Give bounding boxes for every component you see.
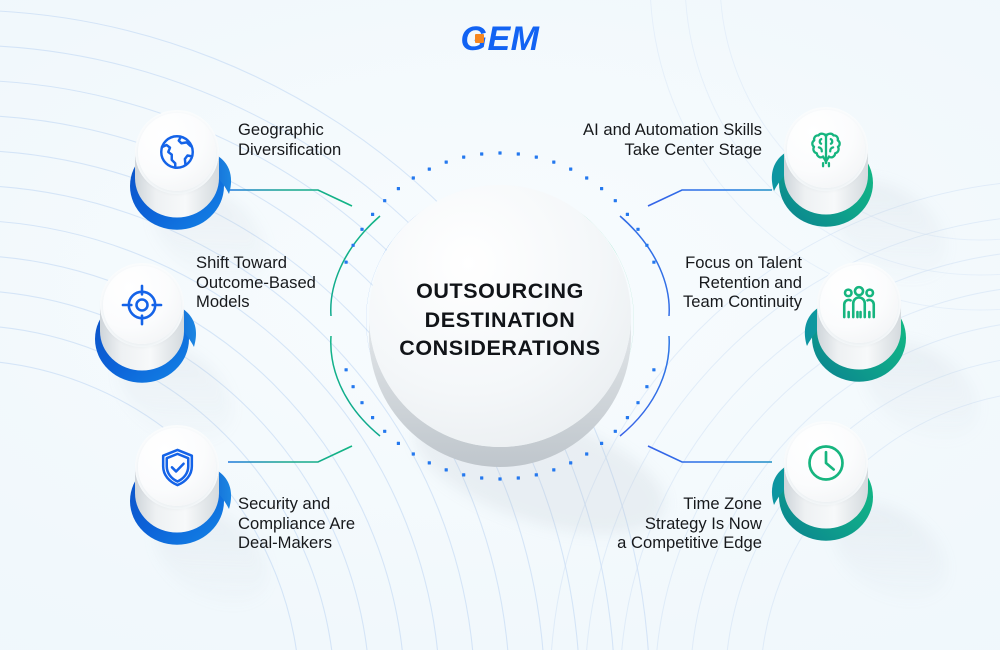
hub-title-line-3: CONSIDERATIONS xyxy=(399,336,601,361)
dotted-ring-decoration xyxy=(344,151,656,481)
connector-arc-left-lower xyxy=(330,335,381,437)
connector-line-time-zone-strategy xyxy=(647,445,772,463)
item-label-line: AI and Automation Skills xyxy=(583,120,762,139)
item-label-line: Diversification xyxy=(238,139,342,159)
item-label-line: Compliance Are xyxy=(238,513,356,533)
item-label-line: Time Zone xyxy=(683,494,762,513)
brand-logo-text: GEM xyxy=(460,20,540,58)
people-group-icon xyxy=(842,285,876,319)
brand-logo-accent-icon xyxy=(474,34,484,43)
brand-logo: GEM xyxy=(0,20,1000,59)
hub-graphic xyxy=(366,185,634,467)
item-label-line: Team Continuity xyxy=(683,292,802,312)
item-label-line: a Competitive Edge xyxy=(617,533,762,553)
clock-icon xyxy=(808,445,844,481)
item-label-line: Security and xyxy=(238,494,331,513)
connector-arc-right-lower xyxy=(619,335,670,437)
item-label-line: Focus on Talent xyxy=(685,253,802,272)
shield-check-icon xyxy=(161,448,193,486)
item-label-line: Retention and xyxy=(698,272,802,292)
icon-badge-talent-retention[interactable] xyxy=(820,265,898,343)
item-label-line: Geographic xyxy=(238,120,324,139)
hub-title-line-1: OUTSOURCING xyxy=(416,279,584,304)
hub-title-line-2: DESTINATION xyxy=(424,307,576,332)
target-icon xyxy=(121,284,163,326)
icon-badge-outcome-based-models[interactable] xyxy=(103,266,181,344)
hub: OUTSOURCING DESTINATION CONSIDERATIONS xyxy=(369,189,631,451)
connector-line-security-and-compliance xyxy=(228,445,353,463)
hub-title: OUTSOURCING DESTINATION CONSIDERATIONS xyxy=(369,189,631,451)
icon-badge-geographic-diversification[interactable] xyxy=(138,113,216,191)
item-label-line: Deal-Makers xyxy=(238,533,333,553)
item-label-line: Outcome-Based xyxy=(196,272,316,292)
brain-icon xyxy=(811,132,841,168)
item-label-line: Models xyxy=(196,292,250,312)
hub-face xyxy=(369,185,631,447)
icon-badge-ai-and-automation-skills[interactable] xyxy=(787,110,865,188)
connector-line-ai-and-automation-skills xyxy=(647,189,772,207)
connector-arc-left-upper xyxy=(330,215,381,317)
globe-icon xyxy=(160,135,194,169)
item-label-line: Take Center Stage xyxy=(624,139,762,159)
icon-badge-security-and-compliance[interactable] xyxy=(138,428,216,506)
item-label-line: Shift Toward xyxy=(196,253,288,272)
connector-line-geographic-diversification xyxy=(228,189,353,207)
connector-arc-right-upper xyxy=(619,215,670,317)
item-label-line: Strategy Is Now xyxy=(644,513,762,533)
icon-badge-time-zone-strategy[interactable] xyxy=(787,424,865,502)
